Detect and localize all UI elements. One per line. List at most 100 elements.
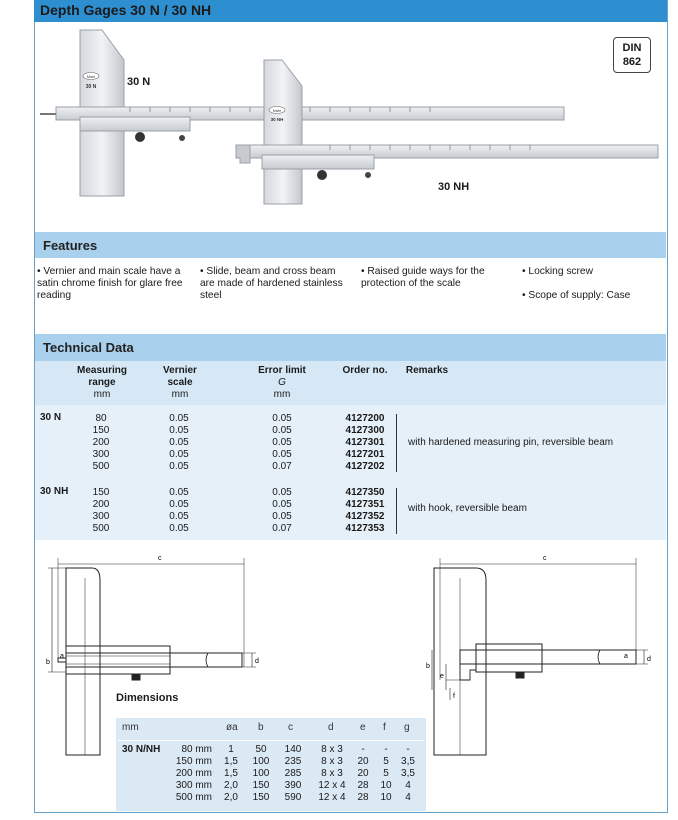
dim-col-e: - 20 20 28 28 <box>352 744 374 804</box>
header-vernier-line2: scale <box>167 377 193 388</box>
dim-cell-a: 1,5 <box>224 756 238 767</box>
cell-order-no: 4127351 <box>345 499 385 510</box>
cell-range: 80 <box>95 413 107 424</box>
cell-error: 0.05 <box>272 413 292 424</box>
header-range-line1: Measuring <box>76 365 127 376</box>
dim-cell-c: 285 <box>284 768 302 779</box>
cell-vernier: 0.05 <box>169 449 189 460</box>
dim-cell-a: 1 <box>228 744 234 755</box>
cell-vernier: 0.05 <box>169 425 189 436</box>
cell-error: 0.05 <box>272 449 292 460</box>
dim-cell-b: 150 <box>252 780 270 791</box>
dim-cell-g: 4 <box>405 792 411 803</box>
dim-cell-c: 390 <box>284 780 302 791</box>
dim-cell-c: 590 <box>284 792 302 803</box>
range-column-30n: 80 150 200 300 500 <box>76 413 126 473</box>
cell-order-no: 4127352 <box>345 511 385 522</box>
features-heading: Features <box>43 238 98 253</box>
header-vernier-scale: Vernier scale mm <box>152 365 208 401</box>
cell-vernier: 0.05 <box>169 487 189 498</box>
dim-cell-a: 2,0 <box>224 780 238 791</box>
header-error-limit: Error limit G mm <box>250 365 314 401</box>
dim-header-g: g <box>404 722 410 733</box>
cell-vernier: 0.05 <box>169 461 189 472</box>
feature-item: • Scope of supply: Case <box>522 290 631 301</box>
header-vernier-unit: mm <box>171 389 189 400</box>
cell-order-no: 4127301 <box>345 437 385 448</box>
range-column-30nh: 150 200 300 500 <box>76 487 126 535</box>
cell-order-no: 4127201 <box>345 449 385 460</box>
header-vernier-line1: Vernier <box>163 365 197 376</box>
dim-col-f: - 5 5 10 10 <box>375 744 397 804</box>
dim-header-a: øa <box>226 722 238 733</box>
dim-header-e: e <box>360 722 366 733</box>
header-error-unit: mm <box>273 389 291 400</box>
dim-header-f: f <box>383 722 386 733</box>
title-bar: Depth Gages 30 N / 30 NH <box>34 0 667 22</box>
dim-cell-c: 140 <box>284 744 302 755</box>
cell-error: 0.05 <box>272 425 292 436</box>
dim-col-a: 1 1,5 1,5 2,0 2,0 <box>218 744 244 804</box>
bracket-30nh <box>392 488 397 534</box>
feature-item: • Locking screw <box>522 266 593 277</box>
brand-logo-30n <box>82 72 100 80</box>
dim-label-a-right: a <box>624 653 628 660</box>
dim-cell-e: 20 <box>357 768 369 779</box>
dim-cell-g: 3,5 <box>401 756 415 767</box>
din-badge-line1: DIN <box>622 42 642 54</box>
cell-order-no: 4127350 <box>345 487 385 498</box>
drawing-30nh-crossbeam <box>433 567 487 756</box>
dim-cell-a: 2,0 <box>224 792 238 803</box>
dim-cell-range: 150 mm <box>175 756 212 767</box>
drawing-30n-crossbeam <box>65 567 101 756</box>
order-column-30nh: 4127350 4127351 4127352 4127353 <box>338 487 392 535</box>
dim-cell-e: 20 <box>357 756 369 767</box>
locking-screw-30nh <box>317 170 327 180</box>
dim-cell-d: 8 x 3 <box>321 768 343 779</box>
brand-logo-30nh-text: Mahr <box>273 109 282 113</box>
dim-cell-d: 12 x 4 <box>318 792 346 803</box>
cell-order-no: 4127200 <box>345 413 385 424</box>
label-30n: 30 N <box>127 76 151 88</box>
dim-header-d: d <box>328 722 334 733</box>
dimensions-heading: Dimensions <box>116 692 179 704</box>
drawing-30n-pin <box>57 657 67 663</box>
page-title: Depth Gages 30 N / 30 NH <box>40 2 212 18</box>
dim-header-b: b <box>258 722 264 733</box>
crossbeam-30nh <box>263 59 303 205</box>
drawing-30nh-hook <box>459 664 476 681</box>
cell-range: 200 <box>92 437 110 448</box>
dim-col-range: 80 mm 150 mm 200 mm 300 mm 500 mm <box>168 744 212 804</box>
cell-range: 500 <box>92 461 110 472</box>
group-name-30n: 30 N <box>40 412 62 423</box>
dim-cell-range: 200 mm <box>175 768 212 779</box>
model-mark-30n: 30 N <box>86 84 97 90</box>
dim-cell-e: 28 <box>357 792 369 803</box>
header-order-no: Order no. <box>342 365 388 376</box>
drawing-30nh-slide <box>475 643 543 673</box>
dim-label-c-right: c <box>543 555 547 562</box>
dim-label-a-left: a <box>60 653 64 660</box>
cell-error: 0.07 <box>272 461 292 472</box>
dim-cell-d: 8 x 3 <box>321 756 343 767</box>
dim-label-b-right: b <box>426 663 430 670</box>
cell-error: 0.05 <box>272 511 292 522</box>
dim-col-d: 8 x 3 8 x 3 8 x 3 12 x 4 12 x 4 <box>312 744 352 804</box>
dim-cell-f: 5 <box>383 768 389 779</box>
dim-cell-b: 150 <box>252 792 270 803</box>
product-illustration: Mahr 30 N Mahr 30 NH <box>40 29 659 205</box>
cell-error: 0.07 <box>272 523 292 534</box>
cell-vernier: 0.05 <box>169 499 189 510</box>
cell-vernier: 0.05 <box>169 523 189 534</box>
technical-heading: Technical Data <box>43 340 134 355</box>
feature-item: • Raised guide ways for the protection o… <box>361 266 485 289</box>
brand-logo-30n-text: Mahr <box>87 75 96 79</box>
header-error-symbol: G <box>278 377 286 388</box>
dim-cell-e: 28 <box>357 780 369 791</box>
header-error-line1: Error limit <box>258 365 306 376</box>
remark-30nh: with hook, reversible beam <box>408 503 527 514</box>
dim-cell-f: 10 <box>380 780 392 791</box>
page-frame <box>34 0 668 813</box>
dim-cell-f: 10 <box>380 792 392 803</box>
dim-cell-c: 235 <box>284 756 302 767</box>
